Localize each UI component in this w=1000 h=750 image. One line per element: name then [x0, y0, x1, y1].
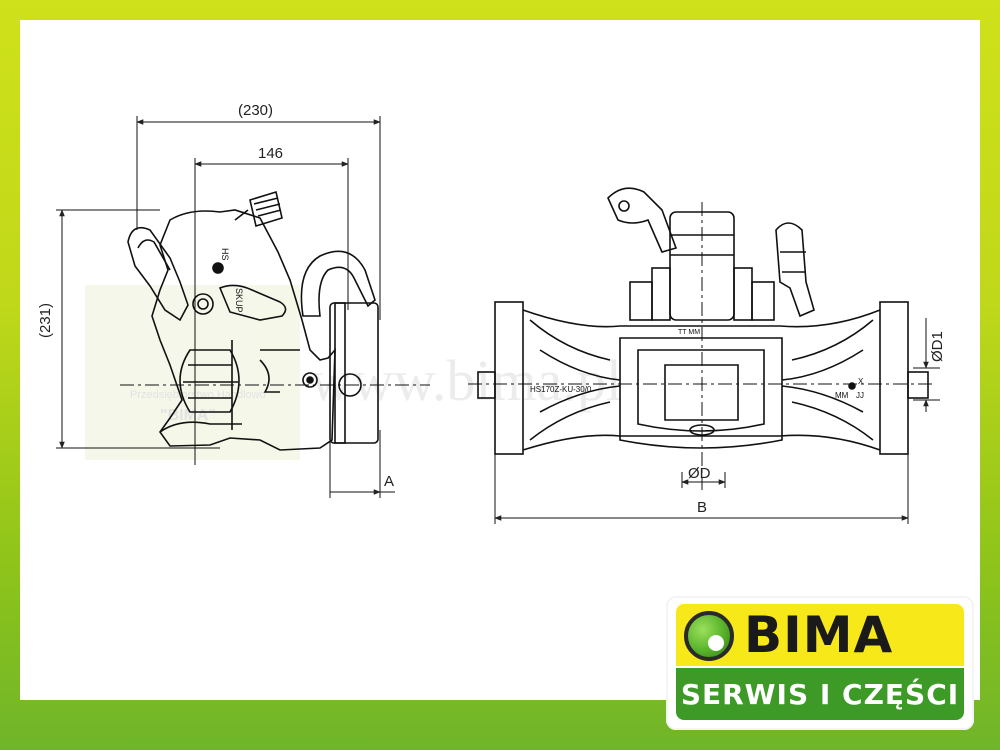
- logo-tagline: SERWIS I CZĘŚCI: [680, 677, 960, 711]
- dim-height: (231): [37, 303, 54, 338]
- mark-x: X: [858, 377, 864, 386]
- logo-bottom-panel: SERWIS I CZĘŚCI: [676, 668, 964, 720]
- dim-b: B: [697, 499, 707, 516]
- watermark: Przedsiębiorstwo Handlowo "BIMA" www.bim…: [85, 285, 622, 460]
- mark-tt: TT MM: [678, 329, 700, 336]
- technical-drawing: Przedsiębiorstwo Handlowo "BIMA" www.bim…: [37, 102, 946, 524]
- bima-logo: BIMA SERWIS I CZĘŚCI: [666, 596, 974, 730]
- front-view-labels: HS170Z-KU-30/0 TT MM MM JJ X ØD B ØD1: [530, 329, 946, 516]
- logo-top-panel: BIMA: [676, 604, 964, 666]
- mark-skup: SKUP: [234, 288, 244, 313]
- drawing-canvas: Przedsiębiorstwo Handlowo "BIMA" www.bim…: [20, 20, 980, 700]
- dim-d: ØD: [688, 465, 711, 482]
- front-view: [468, 187, 940, 524]
- dim-d1: ØD1: [929, 331, 946, 362]
- dim-inner-width: 146: [258, 145, 283, 162]
- side-view: HS SKUP: [56, 116, 430, 498]
- golf-ball-icon: [684, 611, 734, 661]
- mark-jj: JJ: [856, 391, 864, 400]
- part-code: HS170Z-KU-30/0: [530, 385, 592, 394]
- logo-brand: BIMA: [744, 606, 894, 664]
- dim-a: A: [384, 473, 394, 490]
- side-view-labels: (230) 146 (231) A: [37, 102, 394, 490]
- mark-hs: HS: [220, 248, 230, 261]
- watermark-url: www.bima.pl: [310, 348, 622, 413]
- mark-mm: MM: [835, 391, 849, 400]
- watermark-company: Przedsiębiorstwo Handlowo: [130, 389, 266, 401]
- dim-overall-width: (230): [238, 102, 273, 119]
